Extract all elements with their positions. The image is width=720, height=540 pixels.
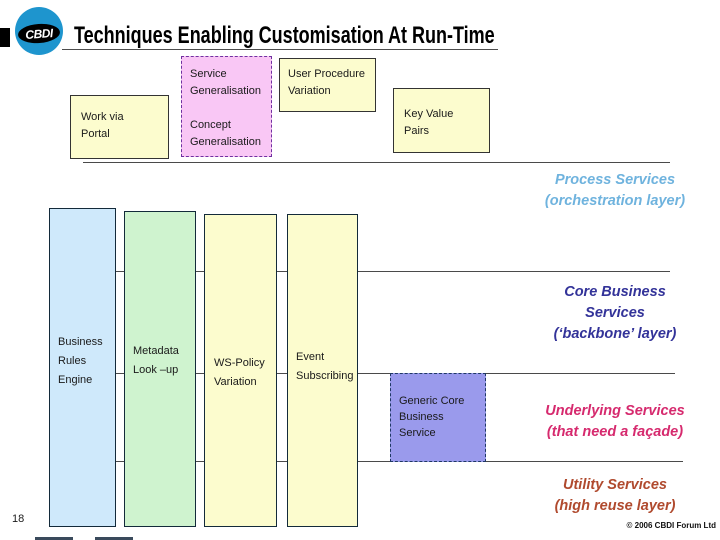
- layer-label-core-business-services: Core Business Services (‘backbone’ layer…: [553, 284, 677, 342]
- box-label-concept-generalisation: Concept Generalisation: [190, 119, 261, 148]
- layer-label-underlying-services: Underlying Services (that need a façade): [545, 403, 685, 440]
- box-generic-core-business-service: Generic Core Business Service: [390, 373, 486, 462]
- layer-line-process: [83, 162, 670, 163]
- cbdi-logo-ellipse: CBDI: [17, 22, 61, 45]
- column-business-rules-engine: Business Rules Engine: [49, 208, 116, 527]
- box-generalisation-group: Service Generalisation Concept Generalis…: [181, 56, 272, 157]
- layer-line-utility: [49, 461, 683, 462]
- title-underline: [62, 49, 498, 50]
- column-label-ws-policy-variation: WS-Policy Variation: [214, 357, 265, 388]
- column-metadata-lookup: Metadata Look –up: [124, 211, 196, 527]
- column-label-event-subscribing: Event Subscribing: [296, 351, 354, 382]
- box-key-value-pairs: Key Value Pairs: [393, 88, 490, 153]
- layer-line-underlying: [49, 373, 675, 374]
- box-label-service-generalisation: Service Generalisation: [190, 68, 261, 97]
- cbdi-logo-icon: CBDI: [15, 7, 63, 55]
- layer-label-process-services: Process Services (orchestration layer): [544, 172, 686, 209]
- box-user-procedure-variation: User Procedure Variation: [279, 58, 376, 112]
- box-label-user-procedure-variation: User Procedure Variation: [288, 68, 366, 97]
- column-label-metadata-lookup: Metadata Look –up: [133, 345, 179, 376]
- layer-label-utility-services: Utility Services (high reuse layer): [554, 477, 676, 514]
- column-event-subscribing: Event Subscribing: [287, 214, 358, 527]
- box-label-work-via-portal: Work via Portal: [81, 111, 124, 140]
- box-work-via-portal: Work via Portal: [70, 95, 169, 159]
- layer-line-core: [49, 271, 670, 272]
- box-label-generic-core-business-service: Generic Core Business Service: [399, 395, 465, 439]
- column-label-business-rules-engine: Business Rules Engine: [58, 336, 103, 386]
- copyright-text: © 2006 CBDI Forum Ltd: [626, 521, 716, 530]
- column-ws-policy-variation: WS-Policy Variation: [204, 214, 277, 527]
- footer-decoration-segment: [95, 537, 133, 540]
- logo-edge-bar: [0, 28, 10, 47]
- cbdi-logo-text: CBDI: [24, 25, 54, 42]
- box-label-key-value-pairs: Key Value Pairs: [404, 108, 454, 137]
- slide-title: Techniques Enabling Customisation At Run…: [74, 22, 495, 49]
- footer-decoration-segment: [35, 537, 73, 540]
- page-number: 18: [12, 513, 25, 525]
